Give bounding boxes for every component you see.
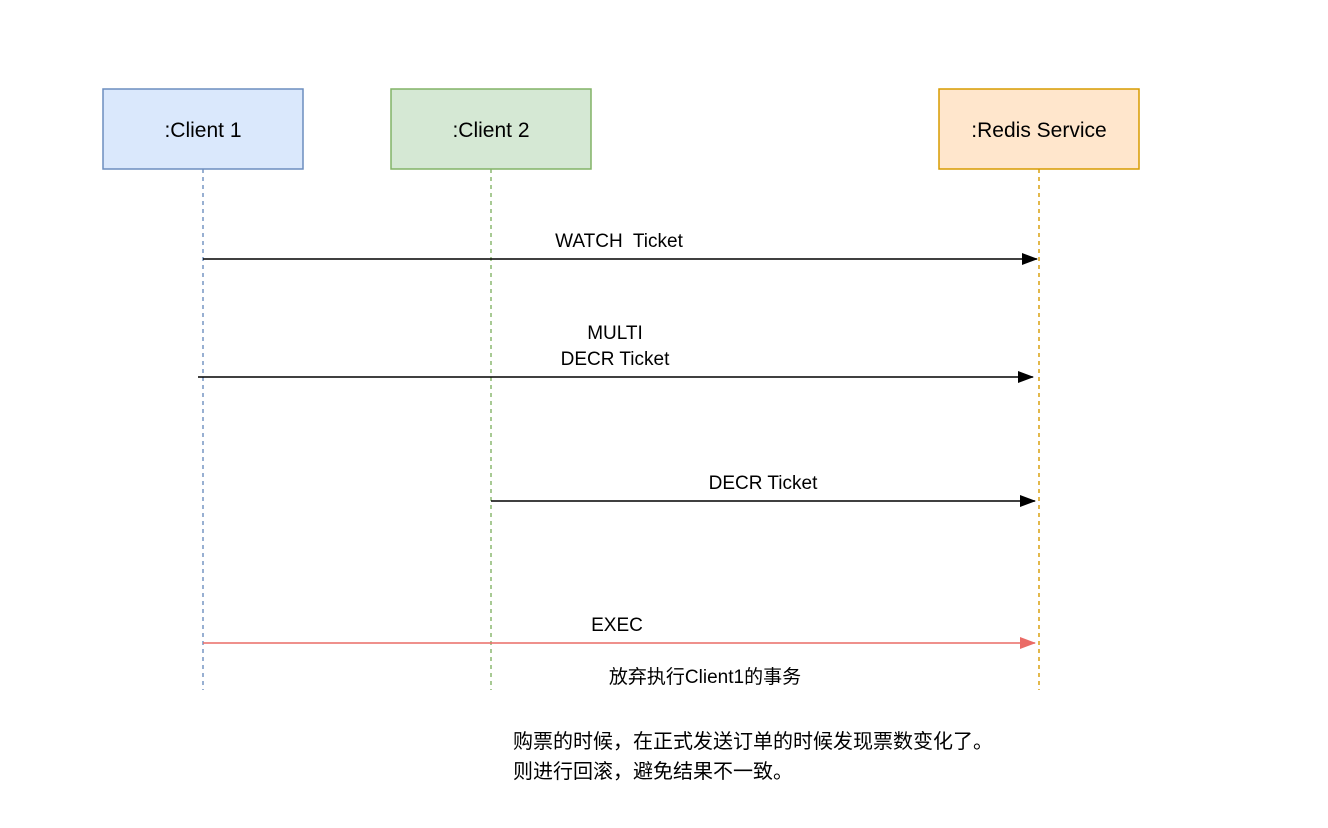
message-label-multi-line1: MULTI (587, 323, 643, 344)
participant-label-client1: :Client 1 (164, 119, 241, 142)
participant-client2: :Client 2 (390, 88, 592, 690)
message-note-exec: 放弃执行Client1的事务 (609, 666, 801, 688)
participant-box-client1 (102, 88, 304, 170)
participant-label-redis: :Redis Service (971, 119, 1106, 142)
note-line-2: 则进行回滚，避免结果不一致。 (513, 759, 793, 783)
note-line-1: 购票的时候，在正式发送订单的时候发现票数变化了。 (513, 729, 993, 753)
participant-redis: :Redis Service (938, 88, 1140, 690)
participant-box-client2 (390, 88, 592, 170)
message-decr: DECR Ticket (491, 473, 1036, 507)
message-label-decr: DECR Ticket (709, 473, 818, 494)
message-multi: MULTI DECR Ticket (198, 323, 1034, 383)
participant-label-client2: :Client 2 (452, 119, 529, 142)
message-label-exec: EXEC (591, 615, 643, 636)
message-exec: EXEC 放弃执行Client1的事务 (203, 615, 1036, 688)
message-label-watch: WATCH Ticket (555, 231, 683, 252)
participant-client1: :Client 1 (102, 88, 304, 690)
participant-box-redis (938, 88, 1140, 170)
message-watch: WATCH Ticket (203, 231, 1038, 265)
explanation-note: 购票的时候，在正式发送订单的时候发现票数变化了。 则进行回滚，避免结果不一致。 (513, 729, 993, 783)
message-label-multi-line2: DECR Ticket (561, 349, 670, 370)
